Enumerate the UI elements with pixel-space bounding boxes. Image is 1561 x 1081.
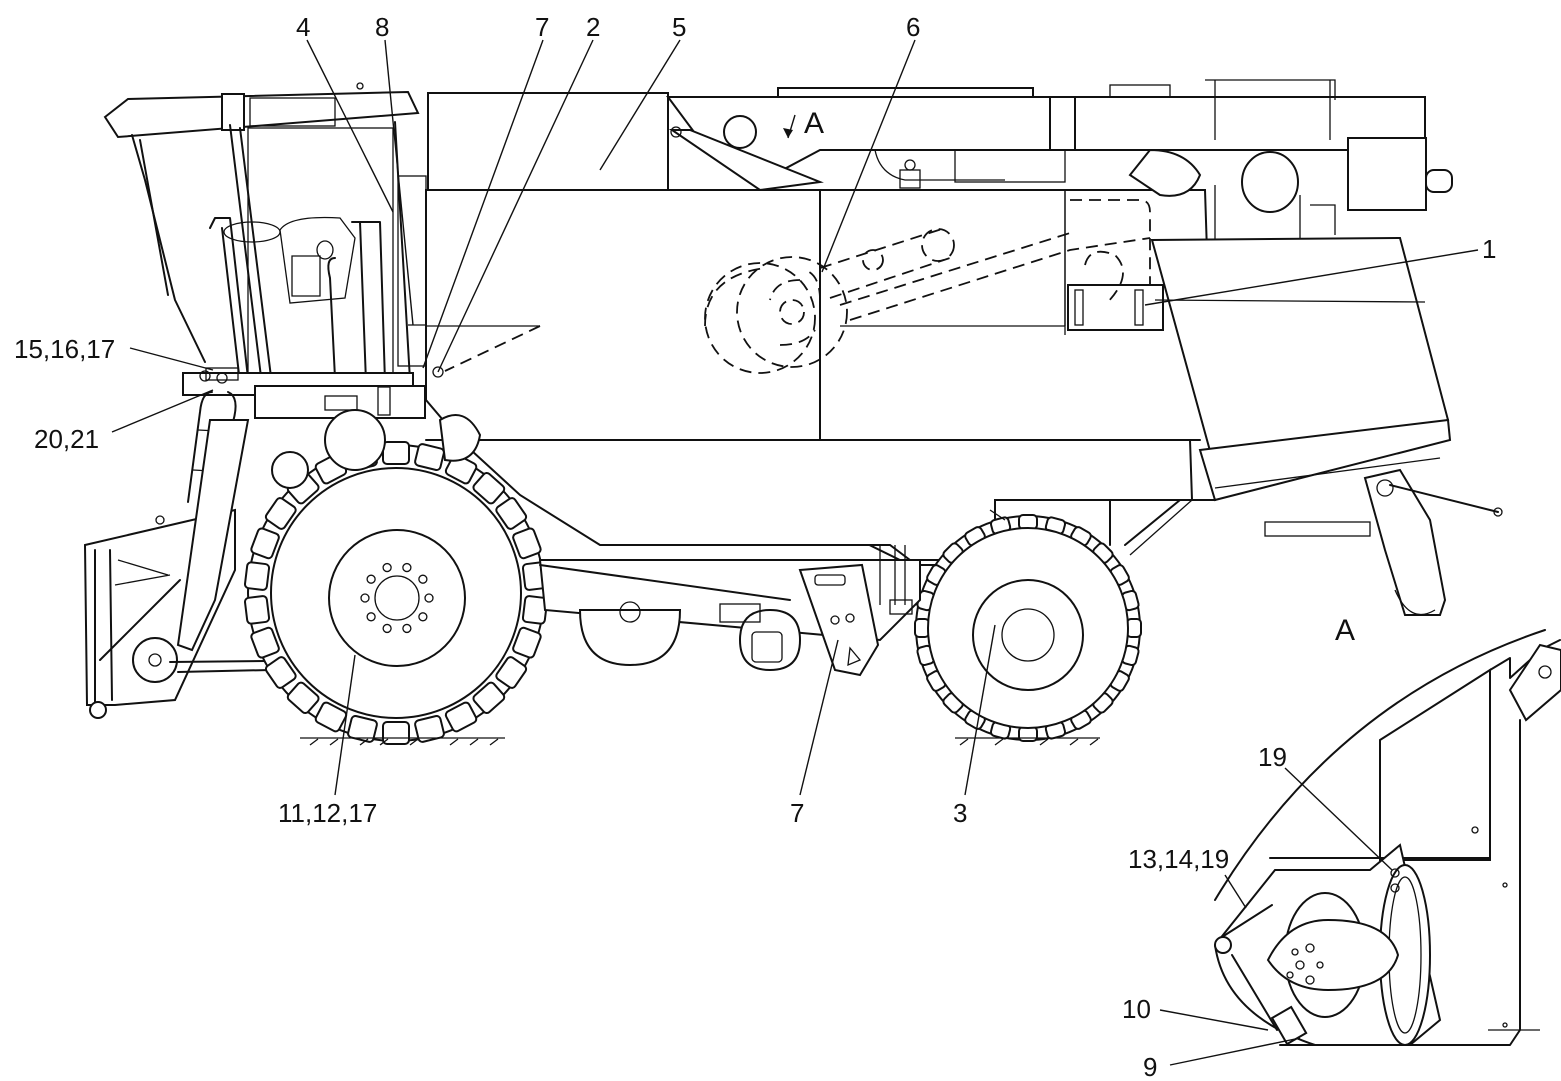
tire-tread-lug — [1126, 618, 1142, 638]
label-3: 3 — [953, 798, 967, 828]
label-11-12-17: 11,12,17 — [278, 798, 377, 828]
tire-tread-lug — [444, 701, 478, 733]
label-6: 6 — [906, 12, 920, 42]
label-7-top: 7 — [535, 12, 549, 42]
tire-tread-lug — [347, 714, 378, 743]
wheel-bolt — [402, 623, 412, 634]
view-a-arrow-label: A — [804, 107, 824, 140]
tire-tread-lug — [243, 561, 271, 591]
tire-tread-lug — [495, 656, 528, 689]
wheel-bolt — [366, 612, 376, 622]
tire-tread-lug — [250, 527, 280, 560]
tire-tread-lug — [495, 497, 528, 530]
chassis — [538, 499, 1193, 677]
tire-tread-lug — [314, 701, 348, 733]
detail-view-a — [1213, 629, 1561, 1046]
tire-tread-lug — [472, 681, 506, 714]
tire-tread-lug — [250, 626, 280, 659]
label-13-14-19: 13,14,19 — [1128, 844, 1229, 874]
front-feeder — [83, 419, 361, 719]
tire-tread-lug — [1018, 514, 1038, 530]
wheel-bolt — [366, 574, 376, 584]
label-20-21: 20,21 — [34, 424, 99, 454]
leader-lines — [111, 39, 1479, 1066]
tire-tread-lug — [914, 618, 930, 638]
tire-tread-lug — [512, 626, 542, 659]
wheel-bolt — [382, 562, 392, 573]
rear-steer-wheel — [914, 514, 1142, 742]
label-19: 19 — [1258, 742, 1287, 772]
body — [425, 79, 1503, 616]
wheel-bolt — [382, 623, 392, 634]
tire-tread-lug — [382, 721, 410, 745]
label-8: 8 — [375, 12, 389, 42]
label-15-16-17: 15,16,17 — [14, 334, 115, 364]
tire-tread-lug — [286, 681, 320, 714]
tire-tread-lug — [243, 595, 271, 625]
tire-tread-lug — [414, 443, 445, 472]
front-drive-wheel — [243, 409, 549, 745]
beater-assembly — [432, 227, 1151, 378]
wheel-bolt — [402, 562, 412, 573]
tire-tread-lug — [472, 472, 506, 505]
tire-tread-lug — [1018, 726, 1038, 742]
view-a-title: A — [1335, 614, 1355, 647]
wheel-bolt — [418, 612, 428, 622]
tire-tread-lug — [521, 595, 549, 625]
label-2: 2 — [586, 12, 600, 42]
wheel-bolt — [424, 593, 434, 603]
callout-labels: 4 8 7 2 5 6 1 15,16,17 20,21 11,12,17 7 … — [14, 12, 1496, 1081]
tire-tread-lug — [264, 656, 297, 689]
label-7-bottom: 7 — [790, 798, 804, 828]
label-10: 10 — [1122, 994, 1151, 1024]
label-4: 4 — [296, 12, 310, 42]
label-9: 9 — [1143, 1052, 1157, 1081]
wheel-bolt — [360, 593, 370, 603]
tire-tread-lug — [512, 527, 542, 560]
ground-line — [300, 737, 1100, 746]
tire-tread-lug — [414, 714, 445, 743]
wheel-bolt — [418, 574, 428, 584]
tire-tread-lug — [264, 497, 297, 530]
cab — [103, 82, 427, 503]
label-1: 1 — [1482, 234, 1496, 264]
label-5: 5 — [672, 12, 686, 42]
tire-tread-lug — [444, 453, 478, 485]
tire-tread-lug — [382, 441, 410, 465]
